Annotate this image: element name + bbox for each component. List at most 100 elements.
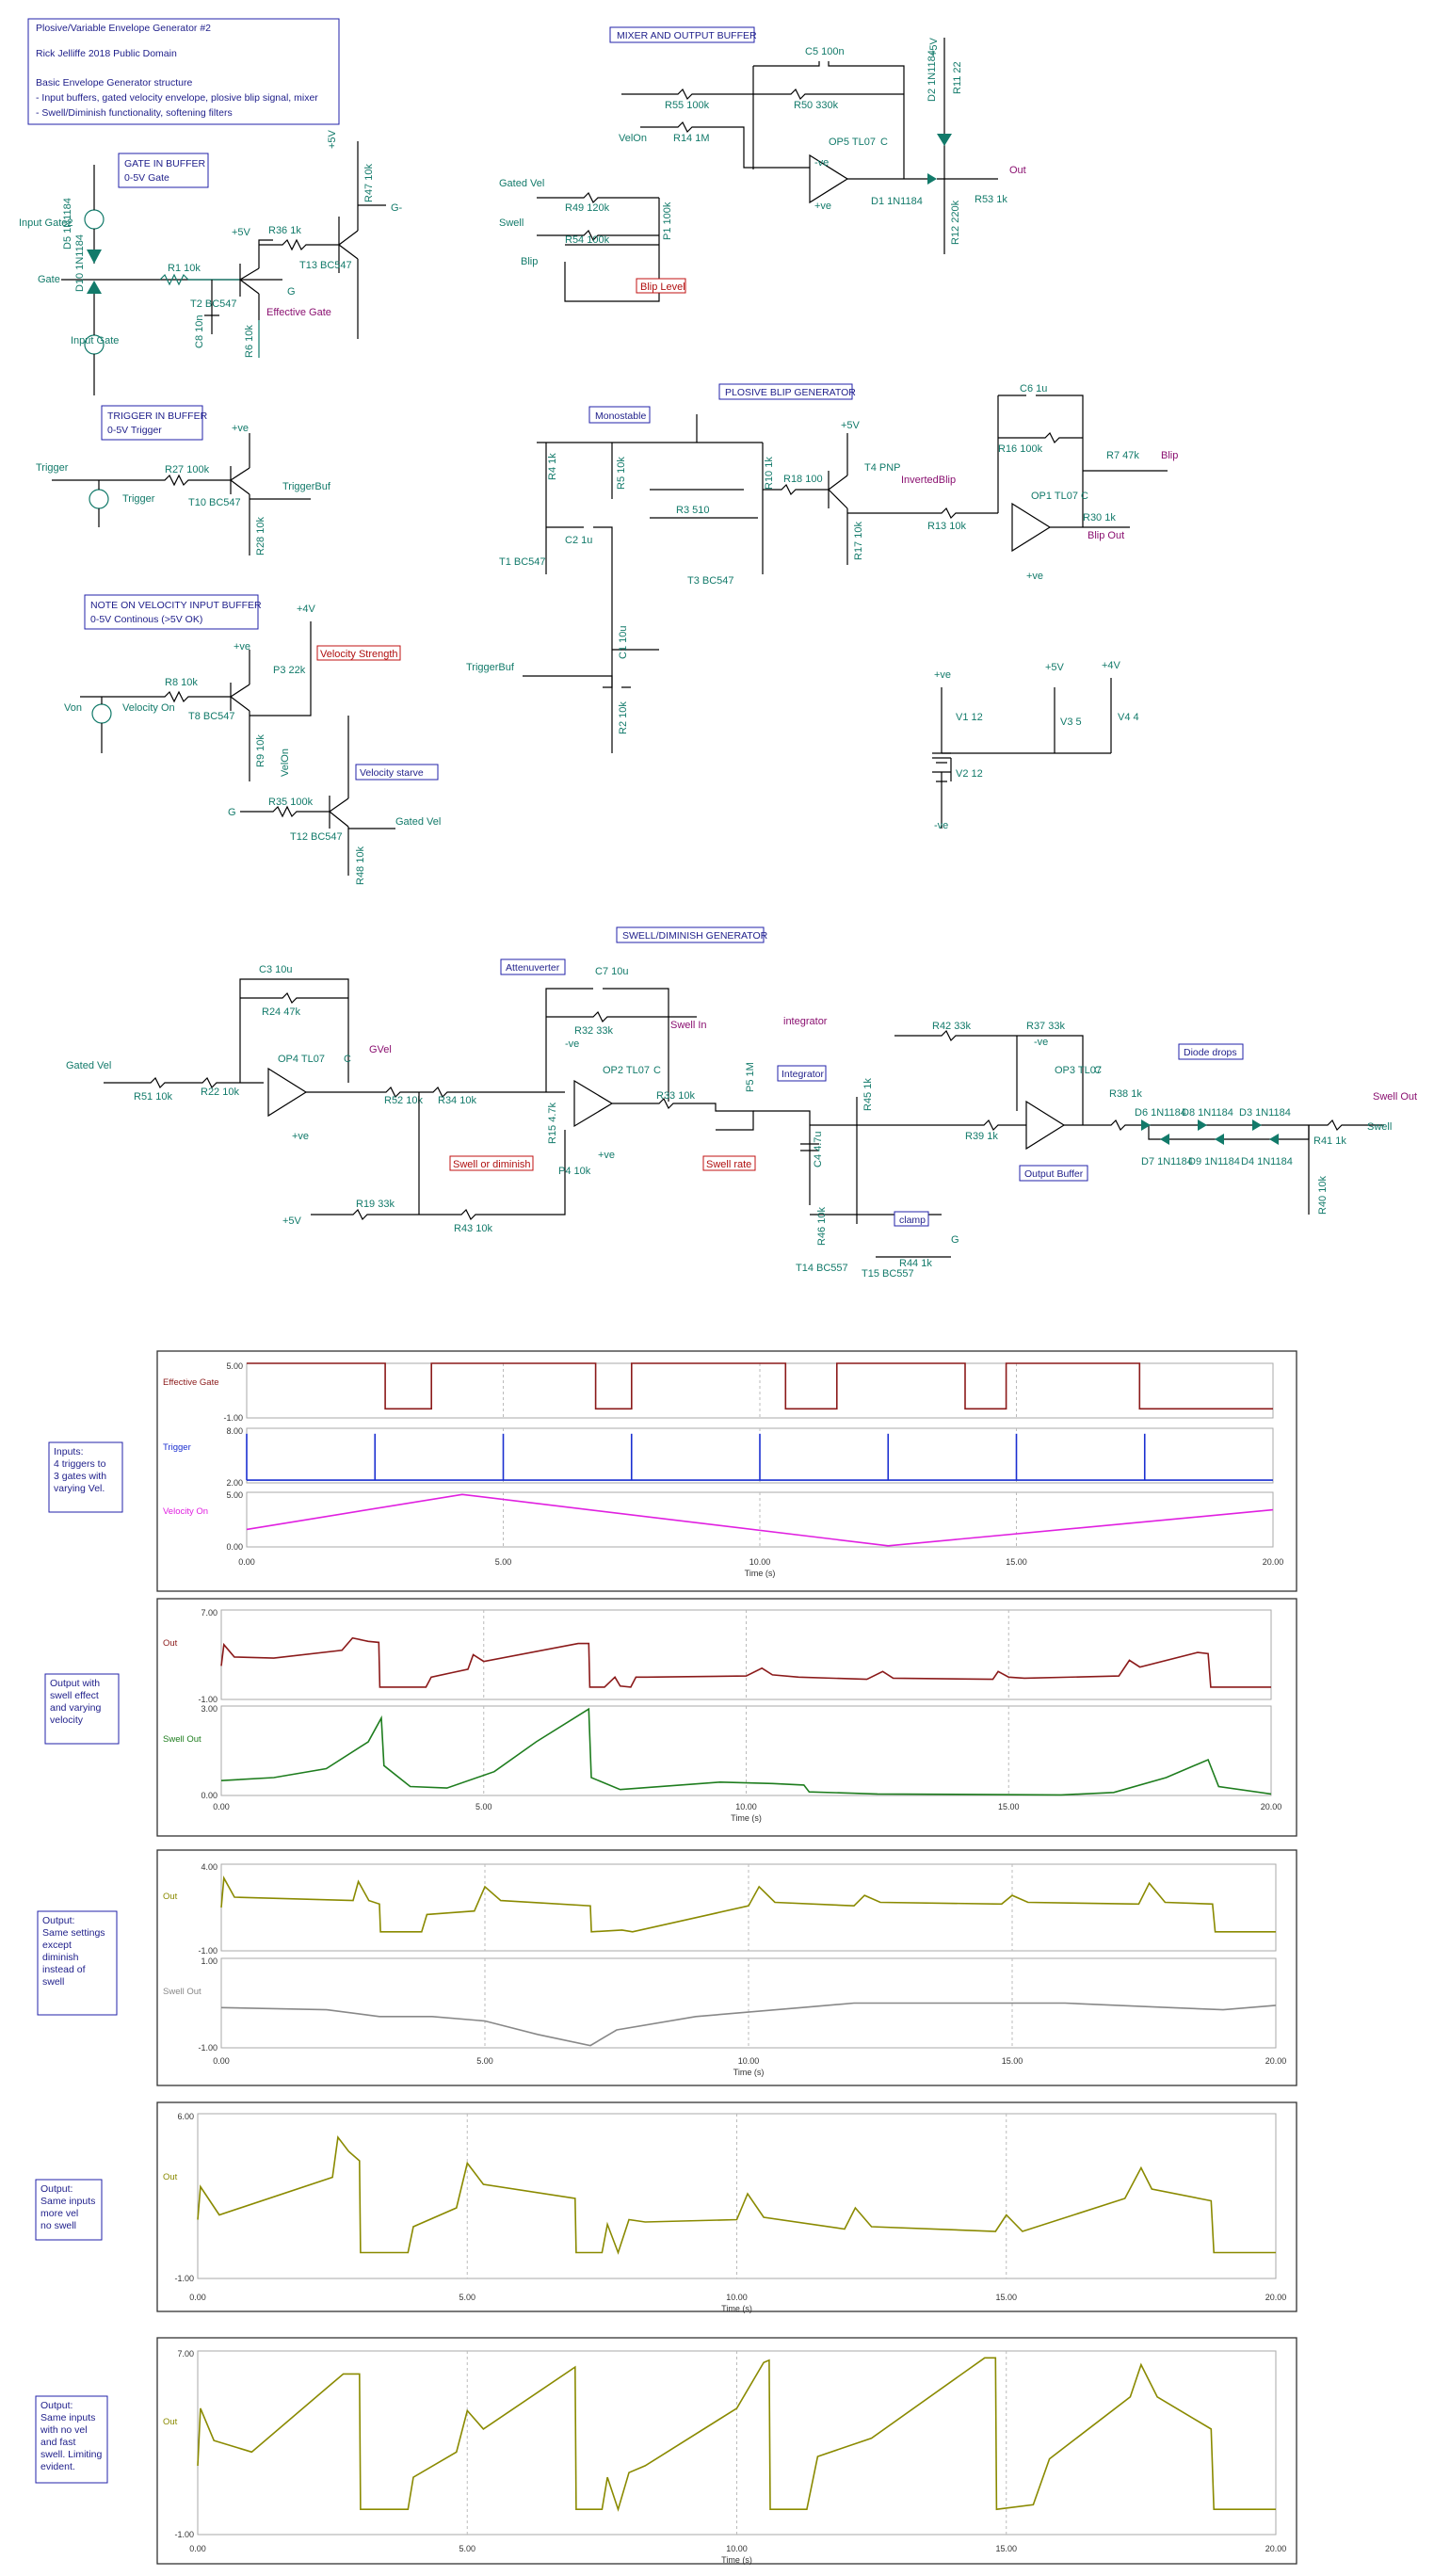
annotation-line: varying Vel. — [54, 1483, 105, 1494]
svg-text:-ve: -ve — [814, 157, 829, 169]
svg-text:VelOn: VelOn — [280, 749, 291, 777]
svg-text:Input Gate2: Input Gate2 — [19, 217, 73, 229]
svg-text:Trigger: Trigger — [122, 493, 155, 505]
svg-text:R50 330k: R50 330k — [794, 100, 839, 111]
annotation-line: swell — [42, 1976, 64, 1988]
x-axis-label: Time (s) — [745, 1569, 776, 1578]
svg-text:R4 1k: R4 1k — [547, 453, 558, 480]
svg-text:C2 1u: C2 1u — [565, 535, 592, 546]
svg-text:R16 100k: R16 100k — [998, 443, 1043, 455]
svg-text:C8 10n: C8 10n — [194, 315, 205, 348]
svg-text:Effective Gate: Effective Gate — [266, 307, 331, 318]
series-line — [247, 1362, 1273, 1410]
svg-text:C: C — [653, 1065, 661, 1076]
svg-text:Gate: Gate — [38, 274, 60, 285]
annotation-line: and varying — [50, 1702, 101, 1714]
annotation-line: 4 triggers to — [54, 1458, 106, 1470]
simulation-plots: Inputs:4 triggers to3 gates withvarying … — [35, 1350, 1297, 2565]
svg-text:C6 1u: C6 1u — [1020, 383, 1047, 394]
y-tick-label: 4.00 — [201, 1862, 218, 1872]
svg-text:R11 22: R11 22 — [952, 61, 963, 94]
x-tick-label: 20.00 — [1261, 1802, 1282, 1811]
svg-text:C: C — [1081, 491, 1088, 502]
svg-text:R38 1k: R38 1k — [1109, 1088, 1142, 1100]
info-line2: Rick Jelliffe 2018 Public Domain — [36, 48, 177, 59]
svg-text:R52 10k: R52 10k — [384, 1095, 423, 1106]
x-tick-label: 15.00 — [995, 2293, 1017, 2302]
x-axis-label: Time (s) — [721, 2555, 752, 2565]
x-tick-label: 5.00 — [459, 2293, 475, 2302]
svg-text:P4 10k: P4 10k — [558, 1166, 591, 1177]
annotation-line: diminish — [42, 1952, 79, 1963]
y-tick-label: 5.00 — [226, 1490, 243, 1500]
svg-text:clamp: clamp — [899, 1215, 926, 1226]
svg-text:R28 10k: R28 10k — [255, 517, 266, 555]
svg-text:T8 BC547: T8 BC547 — [188, 711, 235, 722]
blip-section: PLOSIVE BLIP GENERATOR Monostable R4 1k … — [466, 383, 1178, 753]
svg-text:Blip: Blip — [521, 256, 538, 267]
svg-text:+5V: +5V — [841, 420, 861, 431]
series-label: Swell Out — [163, 1734, 201, 1745]
plot-area — [220, 1863, 1277, 1952]
y-tick-label: 5.00 — [226, 1361, 243, 1371]
svg-text:R48 10k: R48 10k — [355, 846, 366, 885]
svg-text:Gated Vel: Gated Vel — [395, 816, 441, 828]
svg-text:D9 1N1184: D9 1N1184 — [1188, 1156, 1240, 1167]
svg-text:C3 10u: C3 10u — [259, 964, 292, 975]
svg-text:R24 47k: R24 47k — [262, 1006, 300, 1018]
series-label: Trigger — [163, 1442, 191, 1453]
svg-text:C5 100n: C5 100n — [805, 46, 845, 57]
svg-text:+ve: +ve — [292, 1131, 309, 1142]
svg-text:P5 1M: P5 1M — [745, 1062, 756, 1092]
annotation-line: Same inputs — [40, 2196, 95, 2207]
svg-text:OP3 TL07: OP3 TL07 — [1055, 1065, 1102, 1076]
annotation-line: with no vel — [40, 2424, 88, 2436]
annotation-line: Inputs: — [54, 1446, 84, 1457]
svg-text:D8 1N1184: D8 1N1184 — [1182, 1107, 1233, 1119]
svg-text:T13 BC547: T13 BC547 — [299, 260, 352, 271]
annotation-line: Same settings — [42, 1927, 105, 1939]
x-tick-label: 10.00 — [726, 2293, 748, 2302]
svg-text:Integrator: Integrator — [781, 1069, 824, 1080]
svg-text:R14 1M: R14 1M — [673, 133, 710, 144]
svg-text:R32 33k: R32 33k — [574, 1025, 613, 1037]
svg-text:-ve: -ve — [1034, 1037, 1048, 1048]
info-line4: - Input buffers, gated velocity envelope… — [36, 92, 318, 104]
svg-text:D1 1N1184: D1 1N1184 — [871, 196, 923, 207]
svg-text:VelOn: VelOn — [619, 133, 647, 144]
svg-text:+4V: +4V — [297, 604, 316, 615]
svg-text:D3 1N1184: D3 1N1184 — [1239, 1107, 1291, 1119]
series-line — [220, 1876, 1276, 1933]
svg-text:D5 1N1184: D5 1N1184 — [62, 198, 73, 250]
svg-text:Output Buffer: Output Buffer — [1024, 1168, 1084, 1180]
series-line — [220, 2002, 1277, 2047]
svg-text:Swell rate: Swell rate — [706, 1159, 751, 1170]
x-tick-label: 20.00 — [1265, 2544, 1287, 2553]
svg-text:integrator: integrator — [783, 1016, 828, 1027]
svg-text:C: C — [880, 137, 888, 148]
svg-text:R30 1k: R30 1k — [1083, 512, 1116, 523]
svg-text:Gated Vel: Gated Vel — [499, 178, 544, 189]
svg-text:D6 1N1184: D6 1N1184 — [1135, 1107, 1186, 1119]
y-tick-label: 1.00 — [201, 1956, 218, 1966]
y-tick-label: 0.00 — [226, 1542, 243, 1552]
annotation-box — [37, 1910, 118, 2016]
x-tick-label: 5.00 — [476, 2056, 493, 2066]
y-tick-label: -1.00 — [198, 2043, 218, 2053]
svg-text:0-5V Trigger: 0-5V Trigger — [107, 425, 162, 436]
annotation-line: evident. — [40, 2461, 75, 2472]
svg-text:C7 10u: C7 10u — [595, 966, 628, 977]
y-tick-label: 6.00 — [177, 2112, 194, 2121]
svg-text:+5V: +5V — [1045, 662, 1065, 673]
svg-text:R45 1k: R45 1k — [862, 1078, 874, 1111]
svg-text:R1 10k: R1 10k — [168, 263, 201, 274]
annotation-line: except — [42, 1940, 72, 1951]
svg-text:R33 10k: R33 10k — [656, 1090, 695, 1102]
svg-text:R53 1k: R53 1k — [975, 194, 1007, 205]
series-line — [220, 1636, 1271, 1688]
swell-section: SWELL/DIMINISH GENERATOR Gated Vel R51 1… — [66, 926, 1417, 1280]
svg-text:R37 33k: R37 33k — [1026, 1021, 1065, 1032]
x-tick-label: 10.00 — [735, 1802, 757, 1811]
annotation-line: and fast — [40, 2437, 75, 2448]
